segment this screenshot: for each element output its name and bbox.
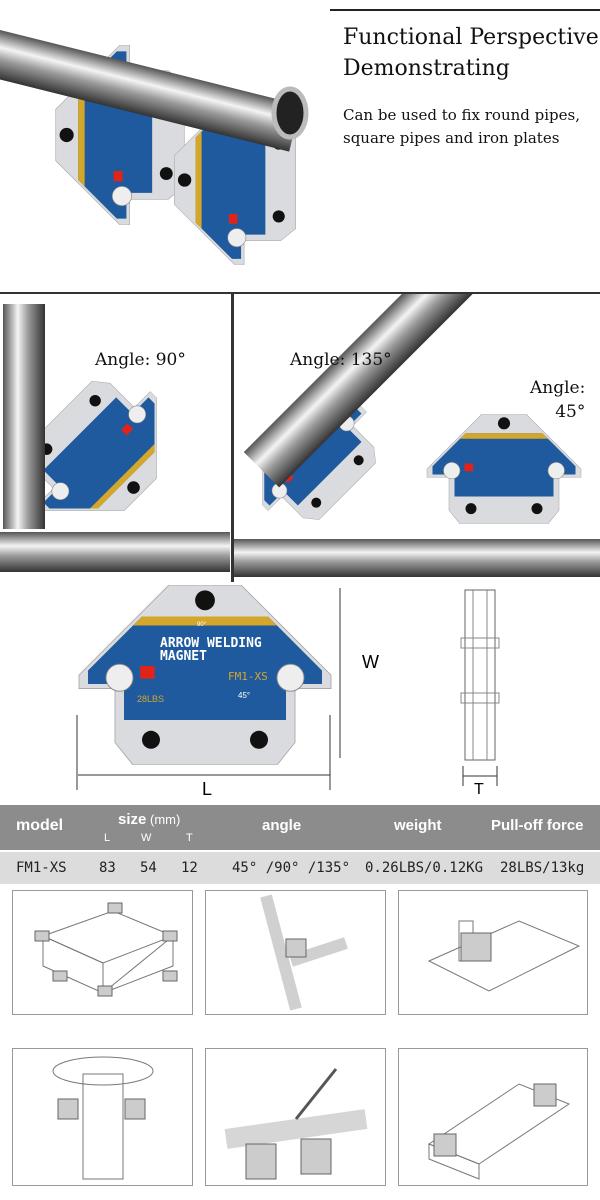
subtitle: Can be used to fix round pipes, square p… <box>343 104 580 150</box>
cell-model: FM1-XS <box>16 860 67 876</box>
spec-table-row: FM1-XS 83 54 12 45° /90° /135° 0.26LBS/0… <box>0 852 600 884</box>
cell-force: 28LBS/13kg <box>500 860 585 876</box>
header-force: Pull-off force <box>491 817 584 834</box>
cell-weight: 0.26LBS/0.12KG <box>365 860 484 876</box>
cell-T: 12 <box>181 860 198 876</box>
cell-angle: 45° /90° /135° <box>232 860 351 876</box>
angle-45-label: Angle: 45° <box>530 376 585 424</box>
subtitle-line: square pipes and iron plates <box>343 129 560 147</box>
cell-W: 54 <box>140 860 157 876</box>
thickness-label: T <box>474 781 484 798</box>
header-L: L <box>104 832 111 844</box>
magnet-angle-text: 90° <box>197 622 207 628</box>
magnet-dimension-diagram: ARROW WELDING MAGNET 90° FM1-XS 28LBS 45… <box>60 580 360 800</box>
subtitle-line: Can be used to fix round pipes, <box>343 106 580 124</box>
header-size: size <box>118 811 147 828</box>
angle-135-45-demo <box>234 294 600 580</box>
usage-illustration-welding <box>205 1048 386 1186</box>
magnet-45-text: 45° <box>238 691 250 700</box>
spec-table-header: model size (mm) L W T angle weight Pull-… <box>0 805 600 850</box>
magnet-force-text: 28LBS <box>137 694 164 704</box>
header-angle: angle <box>262 817 302 834</box>
magnet-brand-text: MAGNET <box>160 649 207 664</box>
header-model: model <box>16 817 64 834</box>
magnet-model-text: FM1-XS <box>228 670 268 683</box>
section-divider <box>0 292 600 294</box>
panel-divider <box>231 292 234 582</box>
width-label: W <box>362 652 379 672</box>
magnet-brand-text: ARROW WELDING <box>160 636 262 651</box>
length-label: L <box>202 779 213 799</box>
usage-illustration-box-frame <box>12 890 193 1015</box>
header-weight: weight <box>394 817 442 834</box>
usage-illustration-plate <box>398 890 588 1015</box>
header-T: T <box>186 832 193 844</box>
cell-L: 83 <box>99 860 116 876</box>
angle-45-line: 45° <box>555 402 586 422</box>
hero-image <box>0 0 330 290</box>
usage-illustration-flange <box>12 1048 193 1186</box>
title-line: Functional Perspective <box>343 25 599 50</box>
header-rule <box>330 9 600 11</box>
title-line: Demonstrating <box>343 56 510 81</box>
header-size-unit: (mm) <box>150 812 181 827</box>
angle-90-label: Angle: 90° <box>95 350 186 370</box>
side-view-diagram <box>455 588 505 788</box>
page-title: Functional Perspective Demonstrating <box>343 22 599 84</box>
usage-illustration-pipe-joint <box>205 890 386 1015</box>
header-W: W <box>141 832 152 844</box>
angle-135-label: Angle: 135° <box>290 350 392 370</box>
angle-90-demo <box>0 294 230 580</box>
usage-illustration-channel <box>398 1048 588 1186</box>
angle-45-line: Angle: <box>530 378 586 398</box>
